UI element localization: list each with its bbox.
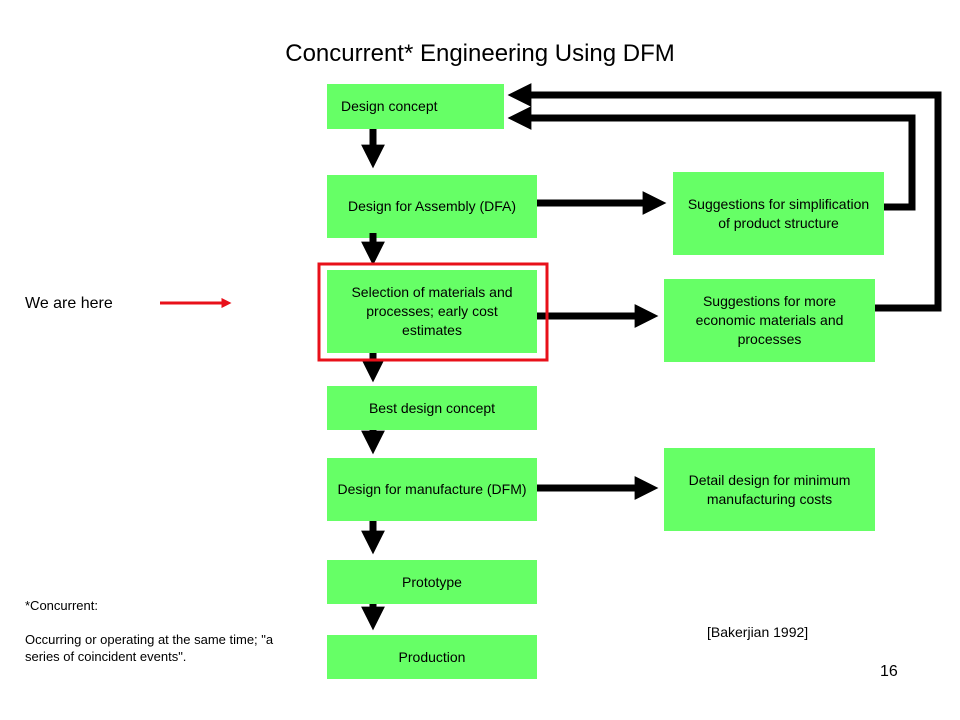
feedback-simplification-to-concept [507,106,916,211]
feedback-economic-to-concept [507,83,942,312]
page-number: 16 [880,663,898,680]
box-production: Production [327,635,537,679]
box-detail-design: Detail design for minimum manufacturing … [664,448,875,531]
we-are-here-label: We are here [25,295,113,312]
footnote-definition: Occurring or operating at the same time;… [25,632,274,664]
box-suggestions-simplification: Suggestions for simplification of produc… [673,172,884,255]
footnote: *Concurrent: Occurring or operating at t… [25,597,295,665]
box-best-design-concept: Best design concept [327,386,537,430]
box-design-for-manufacture: Design for manufacture (DFM) [327,458,537,521]
box-design-concept: Design concept [327,84,504,129]
box-design-for-assembly: Design for Assembly (DFA) [327,175,537,238]
slide-title: Concurrent* Engineering Using DFM [285,40,675,67]
footnote-term: *Concurrent: [25,598,98,613]
box-suggestions-economic: Suggestions for more economic materials … [664,279,875,362]
reference-citation: [Bakerjian 1992] [707,624,809,640]
current-step-highlight [317,262,549,362]
box-prototype: Prototype [327,560,537,604]
box-selection-materials: Selection of materials and processes; ea… [327,270,537,353]
